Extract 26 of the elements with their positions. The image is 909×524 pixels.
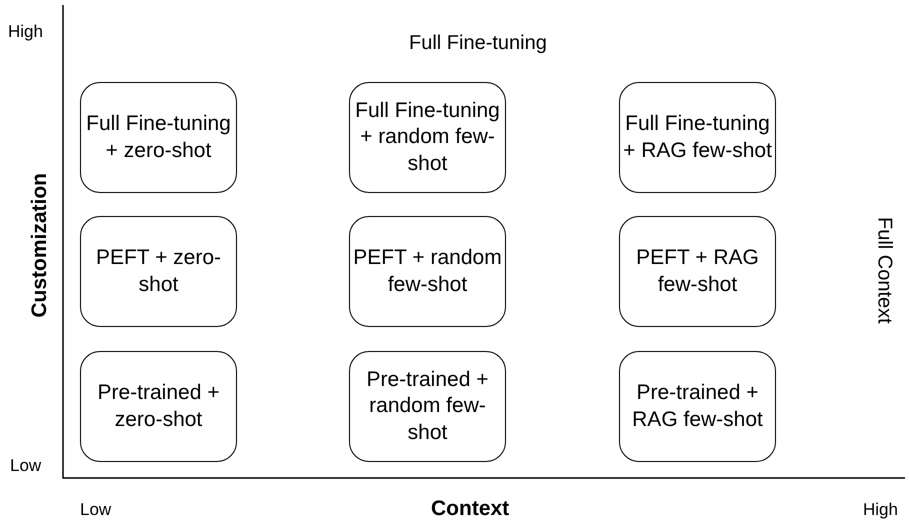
axis-tick-label: High (863, 500, 898, 520)
axis-section-label: Full Context (872, 216, 896, 324)
option-text: Full Fine-tuning + random few-shot (354, 98, 501, 177)
option-text: PEFT + random few-shot (352, 245, 502, 298)
axis-tick-label: Low (80, 500, 112, 520)
axis-title: Context (431, 497, 510, 521)
option-text: Pre-trained + RAG few-shot (631, 380, 764, 432)
option-text: Full Fine-tuning + RAG few-shot (622, 111, 772, 164)
option-box (349, 216, 506, 327)
axis-title: Customization (28, 172, 52, 318)
option-box (80, 82, 237, 193)
option-box (80, 216, 237, 327)
option-text: Full Fine-tuning + zero-shot (85, 111, 232, 164)
option-text: Pre-trained + random few-shot (366, 367, 490, 446)
option-box (80, 351, 237, 462)
option-box (619, 351, 776, 462)
option-box (619, 216, 776, 327)
option-box (619, 82, 776, 193)
option-box (349, 82, 506, 193)
option-text: PEFT + RAG few-shot (635, 245, 760, 298)
option-box (349, 351, 506, 462)
axis-tick-label: Low (10, 456, 42, 476)
option-text: PEFT + zero-shot (94, 245, 222, 298)
option-text: Pre-trained + zero-shot (96, 380, 220, 432)
axis-section-label: Full Fine-tuning (409, 32, 547, 55)
axis-tick-label: High (8, 22, 43, 42)
